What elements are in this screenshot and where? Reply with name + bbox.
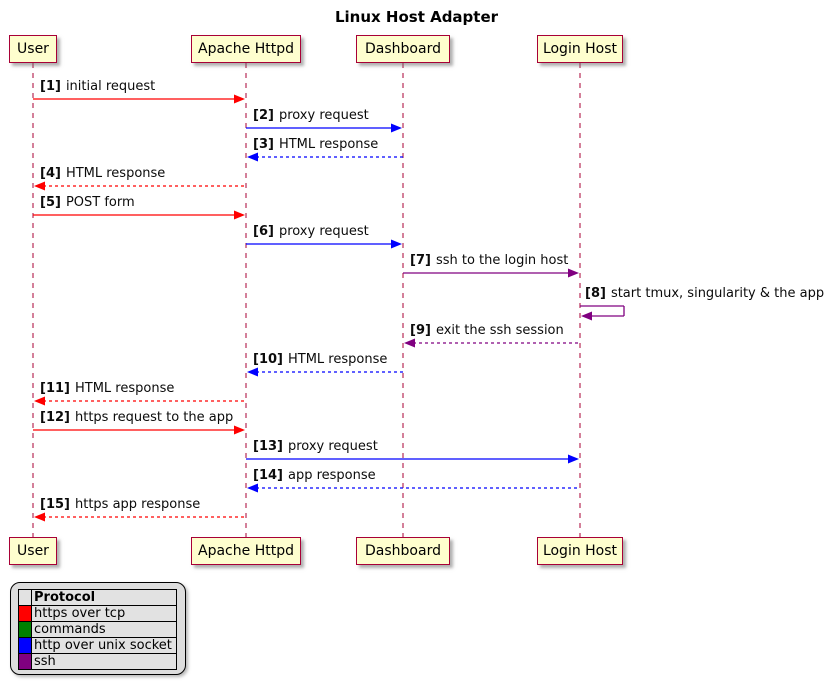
legend-color-swatch (18, 653, 32, 670)
message-label-10: [10] HTML response (253, 352, 387, 368)
message-text: initial request (65, 79, 156, 94)
message-label-6: [6] proxy request (253, 224, 369, 240)
message-number: [7] (410, 253, 431, 268)
legend-row-label: https over tcp (31, 605, 177, 622)
message-arrowhead-1 (234, 94, 245, 104)
message-label-13: [13] proxy request (253, 439, 378, 455)
message-text: proxy request (278, 224, 369, 239)
legend-row: commands (18, 621, 177, 638)
legend-header-row: Protocol (18, 589, 177, 606)
legend-row: https over tcp (18, 605, 177, 622)
participant-box-dashboard-top: Dashboard (356, 35, 450, 63)
message-label-15: [15] https app response (40, 497, 200, 513)
participant-box-user-bottom: User (9, 537, 57, 565)
legend-row: ssh (18, 653, 177, 670)
message-number: [12] (40, 410, 70, 425)
message-text: HTML response (287, 352, 388, 367)
legend-color-swatch (18, 605, 32, 622)
message-number: [15] (40, 497, 70, 512)
legend-row-label: ssh (31, 653, 177, 670)
message-arrowhead-10 (247, 367, 258, 377)
message-label-8: [8] start tmux, singularity & the app (585, 286, 824, 302)
message-number: [4] (40, 166, 61, 181)
message-arrowhead-14 (247, 483, 258, 493)
participant-box-login-top: Login Host (537, 35, 623, 63)
message-text: start tmux, singularity & the app (610, 286, 825, 301)
message-arrowhead-13 (568, 454, 579, 464)
message-text: https request to the app (74, 410, 234, 425)
message-arrowhead-4 (34, 181, 45, 191)
legend-color-swatch (18, 637, 32, 654)
participant-box-dashboard-bottom: Dashboard (356, 537, 450, 565)
message-arrowhead-8 (581, 311, 592, 321)
message-label-4: [4] HTML response (40, 166, 165, 182)
diagram-title: Linux Host Adapter (334, 8, 499, 26)
participant-box-login-bottom: Login Host (537, 537, 623, 565)
message-label-12: [12] https request to the app (40, 410, 233, 426)
message-text: proxy request (278, 108, 369, 123)
legend-header-label: Protocol (31, 589, 177, 606)
message-arrowhead-2 (391, 123, 402, 133)
message-number: [10] (253, 352, 283, 367)
message-text: POST form (65, 195, 135, 210)
message-arrowhead-12 (234, 425, 245, 435)
message-text: ssh to the login host (435, 253, 569, 268)
participant-box-apache-top: Apache Httpd (191, 35, 301, 63)
message-number: [3] (253, 137, 274, 152)
message-text: https app response (74, 497, 201, 512)
message-text: HTML response (278, 137, 379, 152)
message-arrowhead-3 (247, 152, 258, 162)
message-arrowhead-5 (234, 210, 245, 220)
message-number: [11] (40, 381, 70, 396)
message-text: HTML response (74, 381, 175, 396)
message-label-9: [9] exit the ssh session (410, 323, 564, 339)
participant-box-apache-bottom: Apache Httpd (191, 537, 301, 565)
message-text: proxy request (287, 439, 378, 454)
message-arrowhead-6 (391, 239, 402, 249)
message-number: [6] (253, 224, 274, 239)
message-text: HTML response (65, 166, 166, 181)
message-arrowhead-11 (34, 396, 45, 406)
message-text: exit the ssh session (435, 323, 564, 338)
participant-box-user-top: User (9, 35, 57, 63)
message-number: [1] (40, 79, 61, 94)
legend-row: http over unix socket (18, 637, 177, 654)
message-arrowhead-15 (34, 512, 45, 522)
message-label-7: [7] ssh to the login host (410, 253, 568, 269)
legend-row-label: commands (31, 621, 177, 638)
message-text: app response (287, 468, 376, 483)
message-label-14: [14] app response (253, 468, 376, 484)
legend-header-swatch-cell (18, 589, 32, 606)
message-number: [9] (410, 323, 431, 338)
legend-color-swatch (18, 621, 32, 638)
message-label-2: [2] proxy request (253, 108, 369, 124)
message-number: [8] (585, 286, 606, 301)
message-number: [14] (253, 468, 283, 483)
message-number: [2] (253, 108, 274, 123)
message-label-1: [1] initial request (40, 79, 155, 95)
message-label-11: [11] HTML response (40, 381, 174, 397)
message-arrowhead-7 (568, 268, 579, 278)
message-arrowhead-9 (404, 338, 415, 348)
message-number: [5] (40, 195, 61, 210)
message-label-3: [3] HTML response (253, 137, 378, 153)
message-number: [13] (253, 439, 283, 454)
message-label-5: [5] POST form (40, 195, 135, 211)
legend-row-label: http over unix socket (31, 637, 177, 654)
